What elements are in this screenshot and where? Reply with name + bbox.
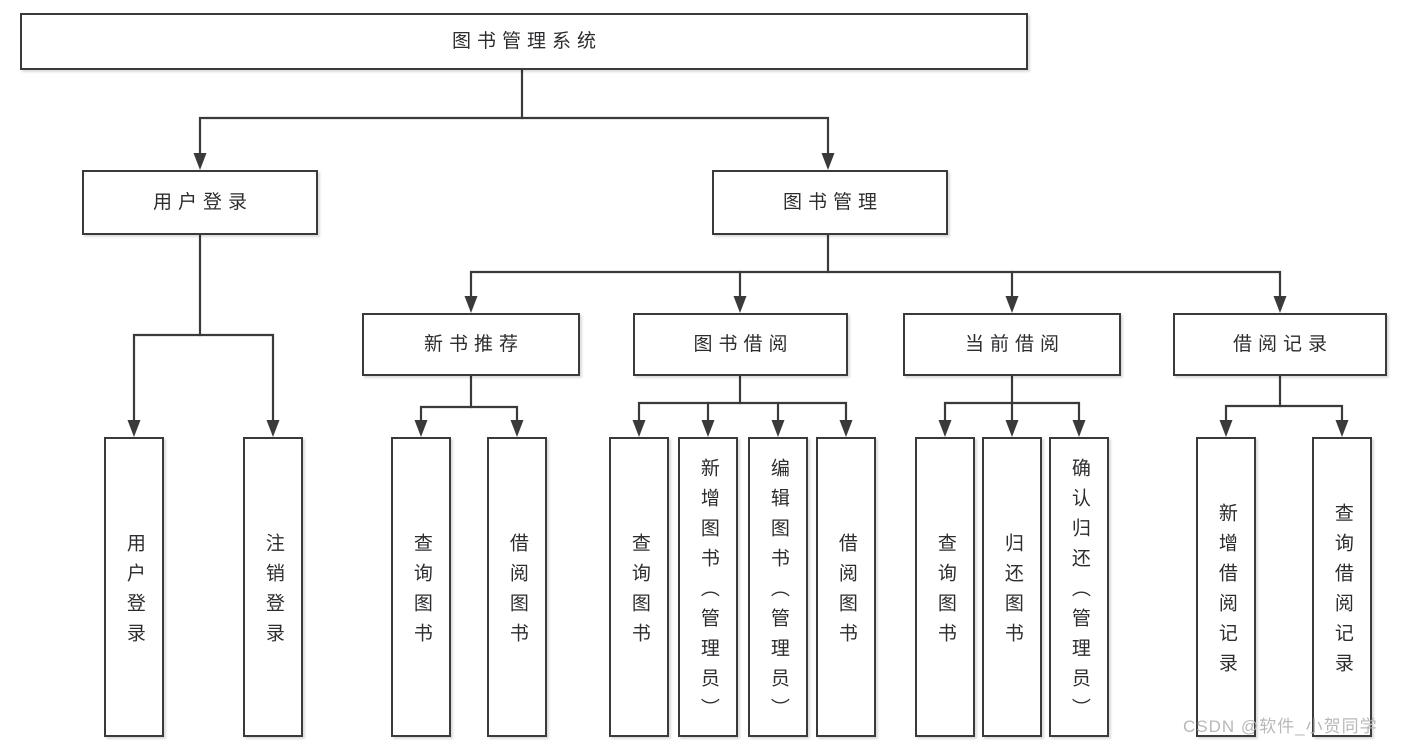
node-book-management: 图书管理: [712, 170, 948, 235]
leaf-edit-book-admin-label: 编辑图书（管理员）: [767, 457, 789, 728]
leaf-logout: 注销登录: [243, 437, 303, 737]
node-new-book-recommend-label: 新书推荐: [423, 334, 524, 355]
node-borrowing-records: 借阅记录: [1173, 313, 1387, 376]
leaf-user-login-label: 用户登录: [123, 532, 145, 653]
node-borrowing-records-label: 借阅记录: [1232, 334, 1333, 355]
node-book-borrowing-label: 图书借阅: [693, 334, 794, 355]
leaf-query-book-current: 查询图书: [915, 437, 975, 737]
leaf-confirm-return-admin: 确认归还（管理员）: [1049, 437, 1109, 737]
leaf-return-book: 归还图书: [982, 437, 1042, 737]
csdn-watermark: CSDN @软件_小贺同学: [1183, 717, 1378, 736]
leaf-add-borrow-record: 新增借阅记录: [1196, 437, 1256, 737]
leaf-query-borrow-record: 查询借阅记录: [1312, 437, 1372, 737]
node-new-book-recommend: 新书推荐: [362, 313, 580, 376]
node-book-management-label: 图书管理: [782, 192, 883, 213]
leaf-borrow-book-label: 借阅图书: [835, 532, 857, 653]
node-root-system: 图书管理系统: [20, 13, 1028, 70]
leaf-confirm-return-admin-label: 确认归还（管理员）: [1068, 457, 1090, 728]
node-current-borrowing-label: 当前借阅: [964, 334, 1065, 355]
leaf-borrow-book-newbook-label: 借阅图书: [506, 532, 528, 653]
node-user-login: 用户登录: [82, 170, 318, 235]
leaf-query-book-current-label: 查询图书: [934, 532, 956, 653]
leaf-add-borrow-record-label: 新增借阅记录: [1215, 502, 1237, 683]
leaf-add-book-admin: 新增图书（管理员）: [678, 437, 738, 737]
leaf-user-login: 用户登录: [104, 437, 164, 737]
node-root-label: 图书管理系统: [451, 31, 602, 52]
arrowheads: [127, 153, 1349, 437]
leaf-return-book-label: 归还图书: [1001, 532, 1023, 653]
leaf-query-book-borrow-label: 查询图书: [628, 532, 650, 653]
leaf-borrow-book-newbook: 借阅图书: [487, 437, 547, 737]
leaf-edit-book-admin: 编辑图书（管理员）: [748, 437, 808, 737]
leaf-borrow-book: 借阅图书: [816, 437, 876, 737]
node-book-borrowing: 图书借阅: [633, 313, 848, 376]
leaf-query-book-borrow: 查询图书: [609, 437, 669, 737]
leaf-logout-label: 注销登录: [262, 532, 284, 653]
leaf-query-borrow-record-label: 查询借阅记录: [1331, 502, 1353, 683]
node-user-login-label: 用户登录: [152, 192, 253, 213]
node-current-borrowing: 当前借阅: [903, 313, 1121, 376]
leaf-query-book-newbook: 查询图书: [391, 437, 451, 737]
leaf-query-book-newbook-label: 查询图书: [410, 532, 432, 653]
leaf-add-book-admin-label: 新增图书（管理员）: [697, 457, 719, 728]
